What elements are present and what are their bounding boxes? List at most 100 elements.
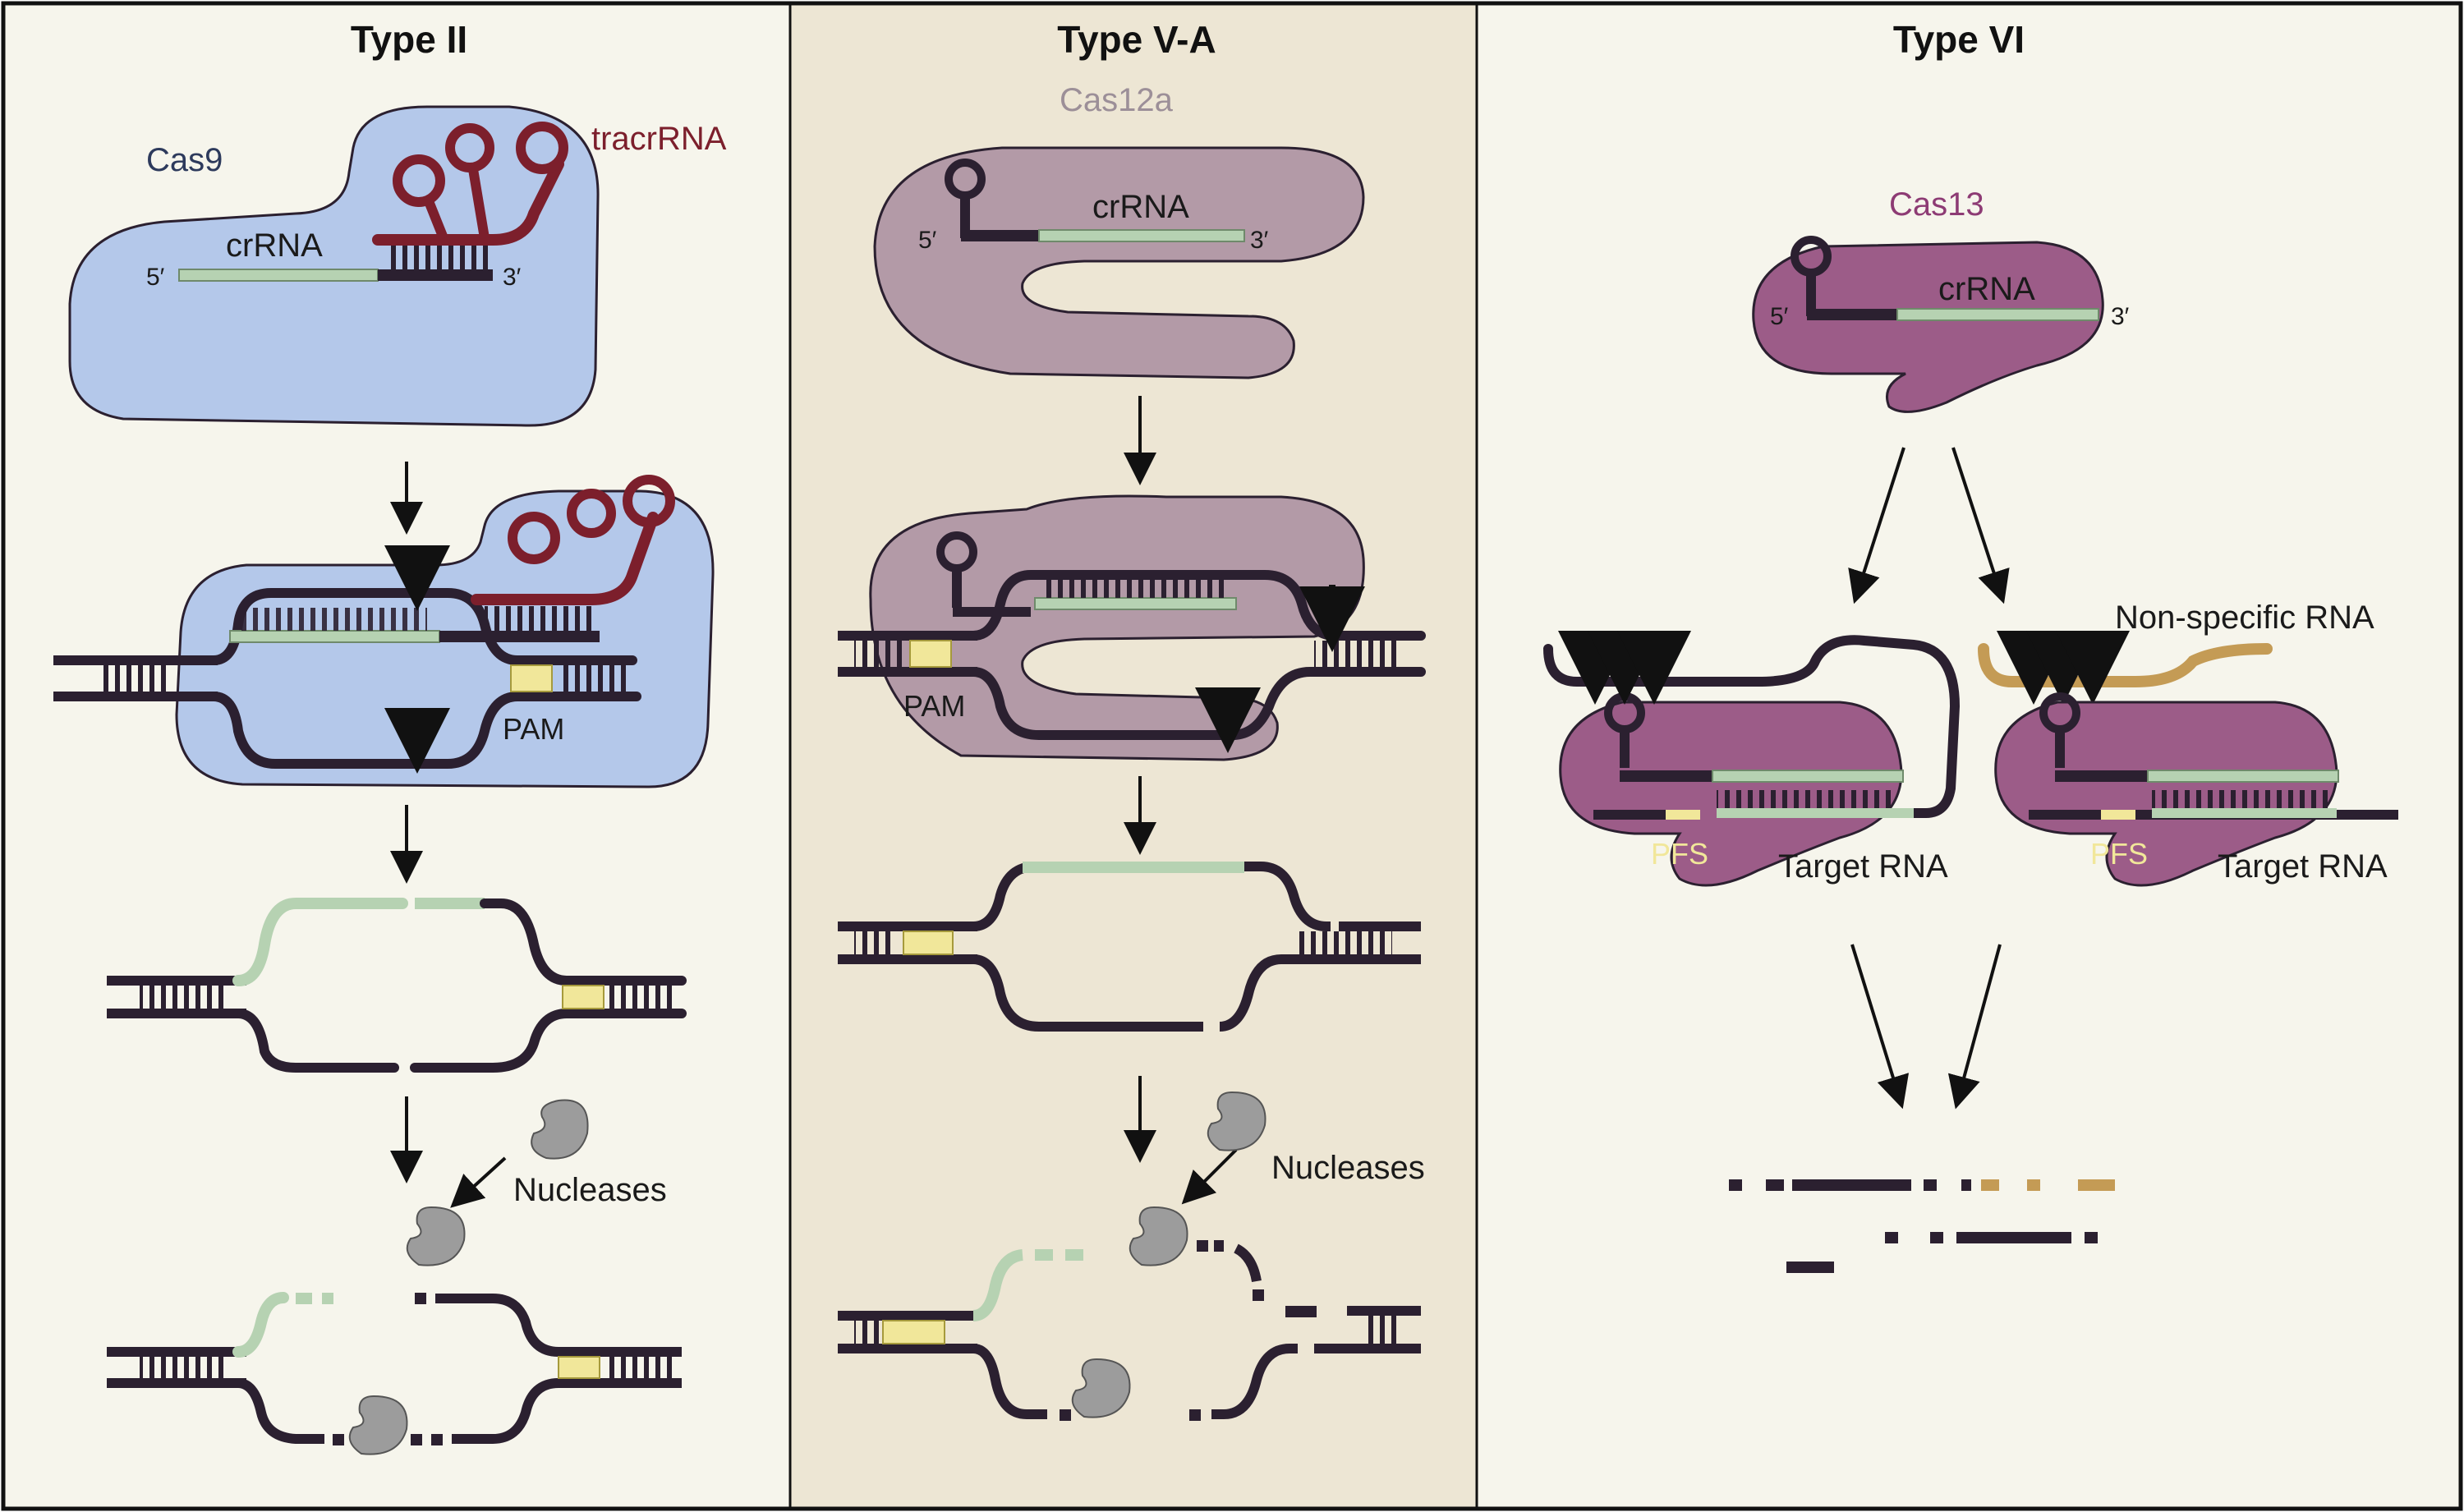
rna-fragment — [1792, 1179, 1911, 1191]
type5a-degraded-pam — [882, 1320, 945, 1344]
nuclease-icon — [406, 1206, 466, 1266]
type2-five-prime: 5′ — [146, 264, 165, 291]
type5a-bound-rungs — [1045, 575, 1225, 598]
type5a-degraded-rungs-left — [854, 1321, 879, 1344]
type5a-degraded-rungs-right — [1363, 1316, 1400, 1344]
type6-arrow-right — [1951, 447, 2010, 604]
rna-fragment — [1766, 1179, 1784, 1191]
type6-right-loop — [2039, 692, 2080, 733]
nuclease-icon — [531, 1099, 589, 1160]
type5a-five-prime: 5′ — [918, 227, 937, 254]
type5a-cleaved-top-right-curve — [1244, 862, 1331, 931]
type2-cleaved-bottom-left — [107, 1009, 246, 1018]
type5a-degraded-fragment — [1189, 1409, 1201, 1421]
tracrrna-loop-3 — [516, 122, 568, 174]
type5a-crrna-guide — [1038, 229, 1245, 242]
type2-degraded-top-left — [107, 1347, 246, 1357]
type2-dna-rungs-right — [559, 665, 632, 692]
type6-left-rungs — [1717, 790, 1897, 810]
type2-pam-box — [510, 664, 553, 692]
type5a-cleaved-rungs-right — [1294, 931, 1392, 954]
nuclease-icon — [1207, 1091, 1266, 1151]
type2-cleaved-pam — [562, 985, 605, 1009]
rna-fragment — [2085, 1232, 2098, 1243]
type5a-degraded-fragment — [1285, 1306, 1317, 1317]
type5a-degraded-bottom-left — [838, 1344, 977, 1353]
type6-nonspecific-label: Non-specific RNA — [2115, 600, 2374, 636]
tracrrna-label: tracrRNA — [591, 121, 727, 157]
rna-fragment — [1961, 1179, 1971, 1191]
cas13-label: Cas13 — [1889, 186, 1984, 223]
type2-degraded-fragment — [333, 1434, 344, 1445]
type6-rna-fragments — [1729, 1179, 2115, 1273]
type6-crrna-loop — [1791, 236, 1832, 277]
panel-title-type2: Type II — [351, 18, 467, 61]
type6-three-prime: 3′ — [2111, 303, 2130, 330]
type2-bound-loop-1 — [508, 512, 560, 564]
rna-fragment — [1924, 1179, 1937, 1191]
cas9-label: Cas9 — [146, 142, 223, 178]
type2-bound-loop-3 — [623, 475, 675, 527]
type5a-cleaved-bottom-left — [838, 954, 977, 964]
type6-right-rungs — [2152, 790, 2333, 810]
type6-pfs-right — [2101, 810, 2135, 820]
type5a-dna-rungs-right — [1314, 641, 1396, 667]
type2-bound-crrna — [229, 630, 440, 643]
cas12a-label: Cas12a — [1060, 82, 1174, 118]
type5a-crrna-loop — [945, 159, 986, 200]
type5a-bound-crrna — [1034, 597, 1237, 610]
type6-target-left: PFS Target RNA — [1543, 631, 1961, 887]
type5a-dna-bottom-left — [838, 667, 977, 677]
type6-target-right-label: Target RNA — [2218, 848, 2388, 885]
type5a-pam-label: PAM — [903, 689, 965, 723]
type2-crrna-guide — [178, 269, 379, 282]
rna-fragment — [2078, 1179, 2115, 1191]
type6-arrow-left — [1848, 447, 1905, 604]
type5a-cleaved-top-guide — [1023, 862, 1244, 873]
type2-degraded-guide-end — [232, 1292, 289, 1358]
type5a-degraded-fragment — [1214, 1240, 1224, 1252]
type2-cas9-complex: Cas9 tracrRNA crRNA 5′ 3′ — [68, 105, 727, 427]
type6-pfs-left — [1666, 810, 1700, 820]
type2-degraded-rungs-left — [140, 1357, 230, 1378]
type5a-nucleases-label: Nucleases — [1271, 1150, 1425, 1186]
type2-cleaved-top-c — [480, 898, 687, 986]
type2-degraded-pam — [558, 1356, 600, 1379]
type2-bound-loop-2 — [567, 489, 616, 538]
type6-crrna-label: crRNA — [1938, 271, 2035, 307]
type5a-cas12a-complex: crRNA 5′ 3′ — [873, 146, 1365, 379]
type5a-three-prime: 3′ — [1250, 227, 1269, 254]
type2-cleaved-rungs-left — [140, 986, 230, 1009]
type6-cas13-complex: crRNA 5′ 3′ — [1752, 236, 2130, 413]
rna-fragment — [1981, 1179, 1999, 1191]
nuclease-icon — [1071, 1358, 1131, 1418]
rna-fragment — [1786, 1262, 1834, 1273]
type2-degraded-rungs-right — [608, 1357, 673, 1378]
type5a-degraded-top-right — [1347, 1306, 1421, 1316]
type2-degraded-fragment — [411, 1434, 422, 1445]
rna-fragment — [1885, 1232, 1898, 1243]
type5a-cleaved-dna — [838, 862, 1421, 1032]
type2-cleaved-bottom-b — [410, 1009, 687, 1073]
type6-left-repeat — [1620, 770, 1714, 782]
panel-title-type5a: Type V-A — [1057, 18, 1216, 61]
type2-degraded-fragment — [431, 1434, 443, 1445]
type2-degraded-bottom-right — [452, 1378, 682, 1444]
nuclease-icon — [348, 1395, 408, 1455]
type5a-degraded-fragment — [1197, 1240, 1208, 1252]
type6-left-target-paired — [1717, 808, 1914, 818]
type6-right-target-paired — [2152, 808, 2337, 818]
type5a-crrna-label: crRNA — [1092, 189, 1189, 225]
type5a-cleaved-top-right — [1339, 921, 1421, 931]
type5a-nuclease-arrow — [1181, 1148, 1238, 1205]
nuclease-icon — [1129, 1206, 1188, 1266]
type6-target-right: Non-specific RNA PFS Target RNA — [1978, 600, 2398, 887]
type5a-cleaved-bottom-right — [1219, 954, 1421, 1032]
type2-bound-tracrrna — [471, 512, 659, 605]
type5a-degraded-bottom-right-curve — [1211, 1344, 1298, 1419]
type2-crrna-label: crRNA — [226, 227, 323, 264]
type5a-bound-loop — [936, 531, 977, 572]
type6-left-guide — [1712, 770, 1904, 783]
